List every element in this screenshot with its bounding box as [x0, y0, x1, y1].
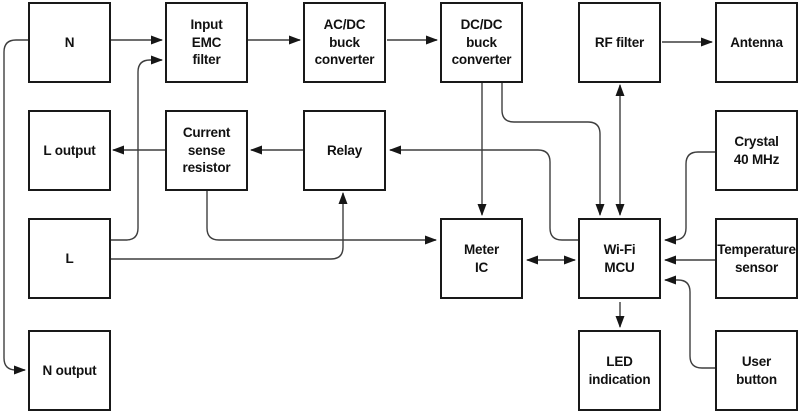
block-n-label: N	[64, 34, 75, 50]
block-led-indication: LED indication	[578, 330, 661, 411]
block-input-emc-filter-label: Input EMC filter	[190, 16, 223, 68]
block-acdc-buck-converter-label: AC/DC buck converter	[314, 16, 375, 68]
block-temperature-sensor: Temperature sensor	[715, 218, 798, 299]
block-led-indication-label: LED indication	[588, 353, 651, 387]
connector-crystal-to-wifi-mcu	[664, 151, 715, 245]
block-crystal-40mhz-label: Crystal 40 MHz	[733, 133, 780, 167]
block-rf-filter-label: RF filter	[594, 34, 645, 50]
block-n-output: N output	[28, 330, 111, 411]
block-l: L	[28, 218, 111, 299]
block-input-emc-filter: Input EMC filter	[165, 2, 248, 83]
block-dcdc-buck-converter-label: DC/DC buck converter	[451, 16, 512, 68]
block-dcdc-buck-converter: DC/DC buck converter	[440, 2, 523, 83]
block-current-sense-resistor-label: Current sense resistor	[182, 124, 231, 176]
block-n: N	[28, 2, 111, 83]
block-user-button: User button	[715, 330, 798, 411]
block-meter-ic-label: Meter IC	[463, 241, 499, 275]
block-meter-ic: Meter IC	[440, 218, 523, 299]
block-current-sense-resistor: Current sense resistor	[165, 110, 248, 191]
connector-n-to-n-output	[3, 39, 28, 375]
block-antenna: Antenna	[715, 2, 798, 83]
block-l-output-label: L output	[43, 142, 96, 158]
block-user-button-label: User button	[736, 353, 777, 387]
block-l-output: L output	[28, 110, 111, 191]
connector-wifi-mcu-to-relay	[389, 145, 578, 241]
block-relay-label: Relay	[326, 142, 363, 158]
block-antenna-label: Antenna	[730, 34, 783, 50]
connector-current-sense-resistor-to-meter-ic	[206, 190, 437, 245]
block-rf-filter: RF filter	[578, 2, 661, 83]
connector-l-to-relay	[110, 192, 348, 260]
block-n-output-label: N output	[42, 362, 97, 378]
block-wifi-mcu-label: Wi-Fi MCU	[603, 241, 636, 275]
block-temperature-sensor-label: Temperature sensor	[717, 241, 796, 275]
block-acdc-buck-converter: AC/DC buck converter	[303, 2, 386, 83]
connector-user-button-to-wifi-mcu	[664, 275, 715, 369]
block-l-label: L	[65, 250, 74, 266]
block-relay: Relay	[303, 110, 386, 191]
connector-dcdc-to-wifi-mcu	[501, 82, 605, 216]
block-crystal-40mhz: Crystal 40 MHz	[715, 110, 798, 191]
block-wifi-mcu: Wi-Fi MCU	[578, 218, 661, 299]
